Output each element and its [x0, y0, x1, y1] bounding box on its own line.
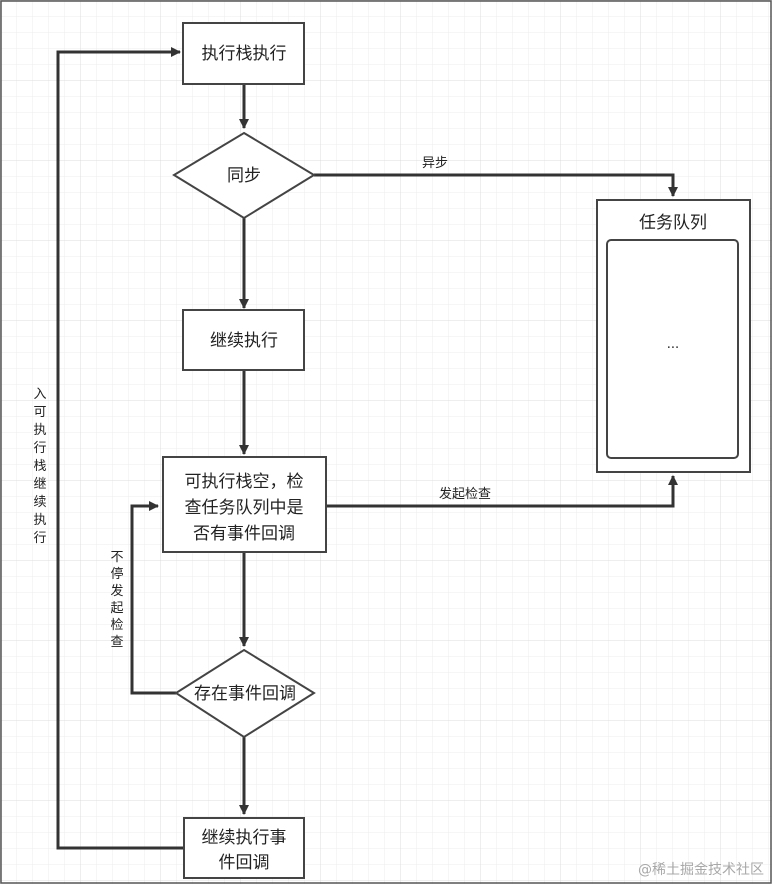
node-exec-stack: 执行栈执行	[182, 22, 305, 85]
label-keep-checking-char-4: 起	[110, 601, 123, 616]
label-keep-checking: 不 停 发 起 检 查	[110, 550, 123, 650]
node-continue-callback-line-1: 继续执行事	[202, 828, 287, 848]
node-task-queue-inner-box	[606, 239, 739, 459]
label-enter-stack-char-7: 续	[33, 495, 46, 510]
node-has-callback-diamond	[174, 648, 316, 739]
label-enter-stack-char-4: 行	[33, 441, 46, 456]
node-check-stack: 可执行栈空，检 查任务队列中是 否有事件回调	[162, 456, 327, 553]
node-has-callback-label: 存在事件回调	[194, 684, 296, 704]
label-enter-stack-char-3: 执	[33, 423, 46, 438]
label-enter-stack-char-1: 入	[33, 387, 46, 402]
node-exec-stack-box	[182, 22, 305, 85]
node-check-stack-line-1: 可执行栈空，检	[185, 472, 304, 492]
node-task-queue-title: 任务队列	[639, 213, 707, 233]
label-enter-stack: 入 可 执 行 栈 继 续 执 行	[33, 387, 46, 546]
node-continue-exec-label: 继续执行	[210, 331, 278, 351]
node-check-stack-box	[162, 456, 327, 553]
node-continue-callback-line-2: 件回调	[219, 853, 270, 873]
node-has-callback: 存在事件回调	[174, 648, 316, 739]
label-keep-checking-char-3: 发	[110, 583, 123, 599]
node-sync-label: 同步	[227, 166, 261, 186]
label-keep-checking-char-6: 查	[110, 635, 123, 650]
edge-keep-checking-loop	[130, 501, 176, 695]
edge-sync-async-to-queue	[314, 173, 678, 197]
edge-enter-stack-loop	[56, 47, 184, 850]
node-task-queue: 任务队列 ···	[596, 199, 751, 473]
watermark: @稀土掘金技术社区	[638, 862, 764, 878]
label-keep-checking-char-1: 不	[110, 550, 123, 565]
node-continue-callback: 继续执行事 件回调	[183, 817, 305, 879]
label-enter-stack-char-6: 继	[33, 477, 46, 492]
label-enter-stack-char-8: 执	[33, 513, 46, 528]
node-sync: 同步	[172, 131, 316, 220]
label-initiate-check: 发起检查	[439, 486, 491, 502]
node-continue-exec: 继续执行	[182, 309, 305, 371]
label-enter-stack-char-2: 可	[33, 405, 46, 420]
node-check-stack-line-3: 否有事件回调	[193, 524, 295, 544]
label-keep-checking-char-2: 停	[110, 566, 123, 582]
label-async: 异步	[422, 156, 448, 171]
node-sync-diamond	[172, 131, 316, 220]
node-continue-callback-box	[183, 817, 305, 879]
label-enter-stack-char-9: 行	[33, 531, 46, 546]
node-check-stack-line-2: 查任务队列中是	[185, 498, 304, 518]
label-keep-checking-char-5: 检	[110, 618, 123, 633]
node-exec-stack-label: 执行栈执行	[202, 44, 287, 64]
label-enter-stack-char-5: 栈	[33, 459, 46, 474]
node-task-queue-ellipsis: ···	[667, 341, 679, 356]
node-continue-exec-box	[182, 309, 305, 371]
